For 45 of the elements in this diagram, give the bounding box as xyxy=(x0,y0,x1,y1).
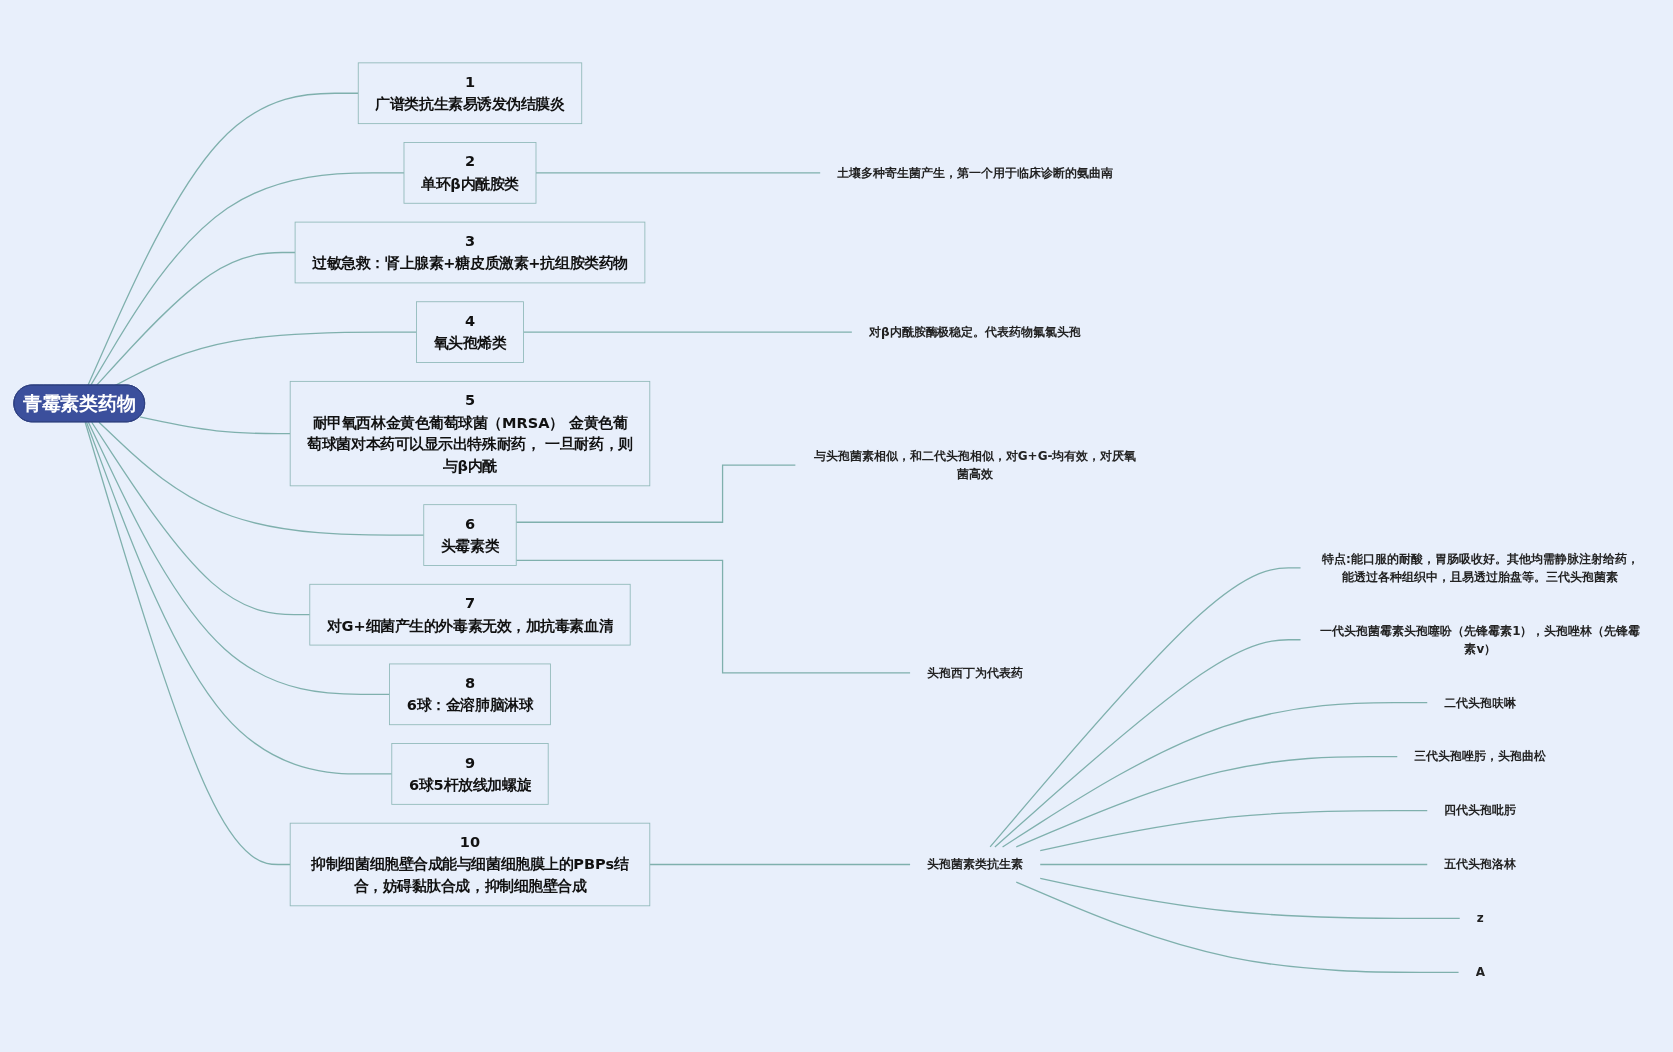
node-text: 头孢菌素类抗生素 xyxy=(926,856,1023,871)
node-text: 与头孢菌素相似，和二代头孢相似，对G+G-均有效，对厌氧菌高效 xyxy=(813,448,1136,481)
connector xyxy=(89,171,405,386)
node-text: 一代头孢菌霉素头孢噻吩（先锋霉素1），头孢唑林（先锋霉素v） xyxy=(1319,623,1640,655)
node-text: 土壤多种寄生菌产生，第一个用于临床诊断的氨曲南 xyxy=(836,165,1113,179)
connector xyxy=(534,171,821,174)
connector xyxy=(1039,809,1428,851)
node-box: 6 头霉素类 xyxy=(422,503,517,566)
connector xyxy=(1001,701,1428,848)
node-box: 9 6球5杆放线加螺旋 xyxy=(390,742,549,805)
connector xyxy=(85,421,392,775)
node-box: 3 过敏急救：肾上腺素+糖皮质激素+抗组胺类药物 xyxy=(294,221,645,283)
node-box: 4 氧头孢烯类 xyxy=(415,300,524,363)
node-text: z xyxy=(1476,910,1484,925)
connector xyxy=(90,421,310,615)
connector xyxy=(97,421,424,536)
connector xyxy=(1039,877,1460,919)
node-box: 7 对G+细菌产生的外毒素无效，加抗毒素血清 xyxy=(308,583,631,646)
node-text: 五代头孢洛林 xyxy=(1443,856,1516,871)
node-text: 特点:能口服的耐酸，胃肠吸收好。其他均需静脉注射给药，能透过各种组织中，且易透过胎盘等。三代头孢菌素 xyxy=(1321,551,1639,583)
node-text: A xyxy=(1475,964,1485,979)
connector xyxy=(1039,863,1428,865)
node-box: 2 单环β内酰胺类 xyxy=(403,141,536,204)
connector xyxy=(988,566,1301,848)
connector xyxy=(95,251,296,386)
node-text: 头孢西丁为代表药 xyxy=(926,665,1023,679)
connector xyxy=(87,421,390,695)
connector xyxy=(522,331,852,333)
node-text: 四代头孢吡肟 xyxy=(1443,802,1516,817)
connector xyxy=(138,415,291,434)
node-box: 10 抑制细菌细胞壁合成能与细菌细胞膜上的PBPs结合，妨碍黏肽合成，抑制细胞壁合成 xyxy=(289,822,650,906)
connector xyxy=(86,92,359,386)
node-text: 二代头孢呋啉 xyxy=(1443,695,1516,709)
node-text: 三代头孢唑肟，头孢曲松 xyxy=(1413,748,1546,763)
connector xyxy=(515,559,911,674)
connector xyxy=(993,638,1301,848)
node-box: 8 6球：金溶肺脑淋球 xyxy=(388,663,551,725)
connector xyxy=(1015,755,1398,848)
node-box: 5 耐甲氧西林金黄色葡萄球菌（MRSA） 金黄色葡萄球菌对本药可以显示出特殊耐药， 一旦耐药，则与β内酰 xyxy=(289,380,650,486)
connector xyxy=(515,464,796,523)
connector xyxy=(1015,881,1459,973)
node-text: 对β内酰胺酶极稳定。代表药物氟氯头孢 xyxy=(868,324,1081,339)
connector xyxy=(84,421,291,865)
node-box: 1 广谱类抗生素易诱发伪结膜炎 xyxy=(357,62,582,124)
connector xyxy=(648,863,911,865)
